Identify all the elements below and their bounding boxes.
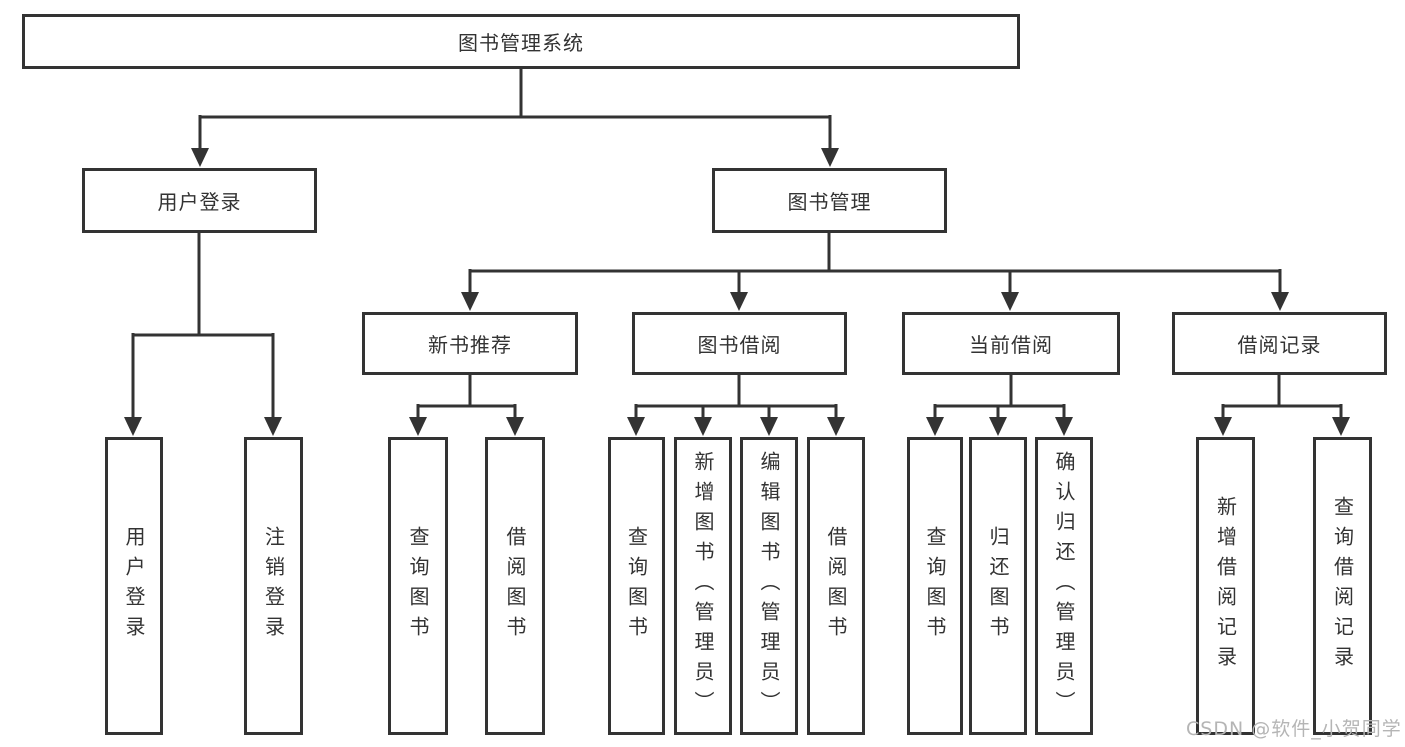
csdn-watermark: CSDN @软件_小贺同学	[1186, 718, 1402, 740]
leaf-label: 新增图书（管理员）	[691, 451, 715, 721]
node-user-login-branch: 用户登录	[82, 168, 317, 233]
leaf-query-borrow-record: 查询借阅记录	[1313, 437, 1372, 735]
leaf-label: 注销登录	[261, 526, 286, 646]
leaf-label: 查询图书	[923, 526, 947, 646]
leaf-query-books-current: 查询图书	[907, 437, 963, 735]
leaf-label: 查询借阅记录	[1330, 496, 1355, 676]
leaf-label: 用户登录	[122, 526, 146, 646]
node-new-book-recommend: 新书推荐	[362, 312, 578, 375]
leaf-logout: 注销登录	[244, 437, 303, 735]
leaf-label: 查询图书	[624, 526, 649, 646]
node-book-management: 图书管理	[712, 168, 947, 233]
leaf-label: 确认归还（管理员）	[1052, 451, 1076, 721]
leaf-borrow-books-recommend: 借阅图书	[485, 437, 545, 735]
leaf-return-books: 归还图书	[969, 437, 1027, 735]
leaf-add-borrow-record: 新增借阅记录	[1196, 437, 1255, 735]
leaf-query-books-recommend: 查询图书	[388, 437, 448, 735]
arrowhead-icons	[124, 148, 1350, 436]
leaf-user-login: 用户登录	[105, 437, 163, 735]
node-borrow-records: 借阅记录	[1172, 312, 1387, 375]
leaf-label: 归还图书	[986, 526, 1010, 646]
node-library-management-system: 图书管理系统	[22, 14, 1020, 69]
leaf-edit-books-admin: 编辑图书（管理员）	[740, 437, 798, 735]
leaf-add-books-admin: 新增图书（管理员）	[674, 437, 732, 735]
leaf-query-books-borrow: 查询图书	[608, 437, 665, 735]
node-current-borrow: 当前借阅	[902, 312, 1120, 375]
leaf-borrow-books: 借阅图书	[807, 437, 865, 735]
leaf-label: 查询图书	[406, 526, 430, 646]
leaf-label: 编辑图书（管理员）	[757, 451, 781, 721]
leaf-label: 借阅图书	[503, 526, 527, 646]
leaf-label: 新增借阅记录	[1213, 496, 1238, 676]
leaf-label: 借阅图书	[824, 526, 848, 646]
node-book-borrow: 图书借阅	[632, 312, 847, 375]
leaf-confirm-return-admin: 确认归还（管理员）	[1035, 437, 1093, 735]
